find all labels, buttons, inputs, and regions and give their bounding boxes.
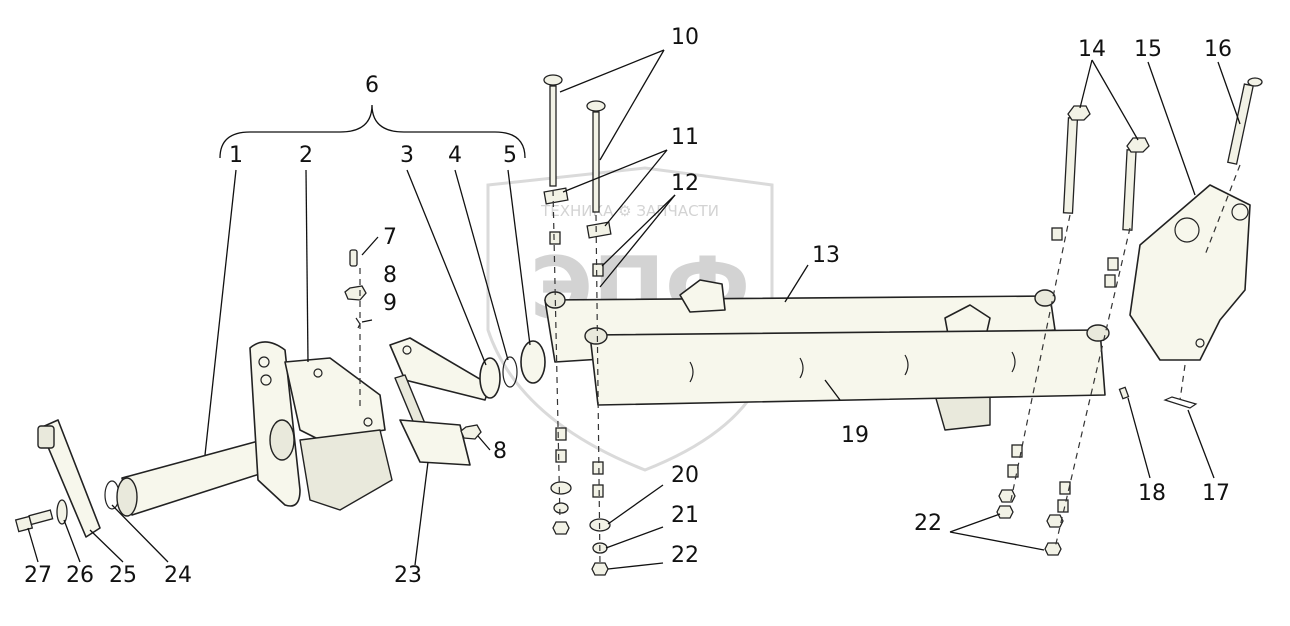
callout-22-right: 22 xyxy=(914,511,942,536)
callout-6: 6 xyxy=(365,73,379,98)
part-7-bolt xyxy=(349,249,358,267)
part-26-washer xyxy=(56,499,68,525)
callout-21: 21 xyxy=(671,503,699,528)
part-8-nut-top xyxy=(344,285,367,301)
part-2-bracket xyxy=(249,341,393,511)
callout-10: 10 xyxy=(671,25,699,50)
callout-4: 4 xyxy=(448,143,462,168)
callout-5: 5 xyxy=(503,143,517,168)
callout-18: 18 xyxy=(1138,481,1166,506)
part-5-bushing xyxy=(520,340,546,384)
callout-13: 13 xyxy=(812,243,840,268)
part-10-bolts xyxy=(543,74,606,213)
part-16-bolt xyxy=(1227,77,1263,165)
callout-2: 2 xyxy=(299,143,313,168)
callout-27: 27 xyxy=(24,563,52,588)
part-11-plate-b xyxy=(586,221,612,239)
callout-16: 16 xyxy=(1204,37,1232,62)
part-12-bushing-b xyxy=(592,263,604,277)
callout-labels: 6 1 2 3 4 5 7 8 9 10 11 12 13 14 15 16 1… xyxy=(24,25,1232,588)
callout-8-lower: 8 xyxy=(493,439,507,464)
part-8-nut-lower xyxy=(460,424,482,440)
callout-9: 9 xyxy=(383,291,397,316)
callout-3: 3 xyxy=(400,143,414,168)
callout-14: 14 xyxy=(1078,37,1106,62)
part-27-bolt xyxy=(14,509,54,533)
callout-1: 1 xyxy=(229,143,243,168)
callout-23: 23 xyxy=(394,563,422,588)
leader-lines xyxy=(27,49,1241,570)
callout-7: 7 xyxy=(383,225,397,250)
callout-26: 26 xyxy=(66,563,94,588)
left-hardware-stack xyxy=(550,427,611,576)
callout-8-top: 8 xyxy=(383,263,397,288)
part-19-beam xyxy=(584,324,1110,406)
part-11-plate-a xyxy=(543,187,569,205)
callout-11: 11 xyxy=(671,125,699,150)
part-15-mount-bracket xyxy=(1129,184,1251,361)
callout-25: 25 xyxy=(109,563,137,588)
callout-12: 12 xyxy=(671,171,699,196)
part-18-pin xyxy=(1118,386,1130,400)
part-22-nut xyxy=(591,562,609,576)
watermark-brand-line: ТЕХНИКА ⚙ ЗАПЧАСТИ xyxy=(540,202,719,220)
part-12-bushing-a xyxy=(549,231,561,245)
part-4-ring xyxy=(502,356,518,388)
part-23-support-bracket xyxy=(389,337,491,466)
group-bracket-6 xyxy=(219,104,526,159)
part-14-bolts xyxy=(1062,105,1150,231)
callout-24: 24 xyxy=(164,563,192,588)
callout-20: 20 xyxy=(671,463,699,488)
part-3-washer xyxy=(479,357,501,399)
callout-19: 19 xyxy=(841,423,869,448)
callout-17: 17 xyxy=(1202,481,1230,506)
callout-15: 15 xyxy=(1134,37,1162,62)
part-25-plate xyxy=(37,419,101,538)
assembly-lines xyxy=(359,164,1241,566)
callout-22-left: 22 xyxy=(671,543,699,568)
part-17-pin xyxy=(1163,396,1198,409)
